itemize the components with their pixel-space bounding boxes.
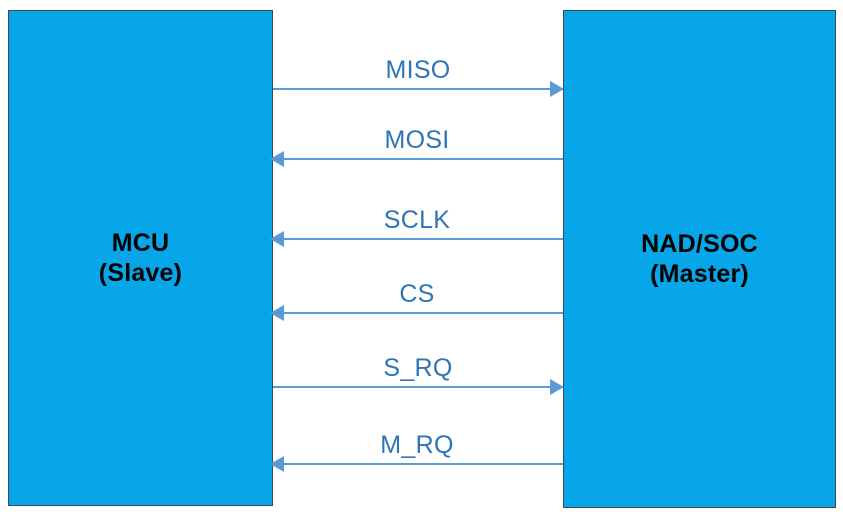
signal-sclk[interactable]: SCLK xyxy=(270,206,563,253)
signal-miso-line xyxy=(273,88,563,90)
node-mcu-title: MCU xyxy=(111,228,170,257)
signal-miso-label: MISO xyxy=(385,56,451,84)
node-nad-soc-role: (Master) xyxy=(650,260,749,288)
node-mcu-role: (Slave) xyxy=(98,259,183,287)
node-nad-soc-title: NAD/SOC xyxy=(641,229,758,258)
signal-s-rq[interactable]: S_RQ xyxy=(273,354,564,401)
node-mcu[interactable]: MCU (Slave) xyxy=(8,10,273,506)
arrowhead-left-icon xyxy=(270,151,284,167)
arrowhead-left-icon xyxy=(270,231,284,247)
signal-cs-line xyxy=(271,312,563,314)
arrowhead-left-icon xyxy=(270,305,284,321)
signal-miso[interactable]: MISO xyxy=(273,56,564,103)
signal-s-rq-label: S_RQ xyxy=(383,354,453,382)
node-nad-soc[interactable]: NAD/SOC (Master) xyxy=(563,10,836,508)
signal-s-rq-line xyxy=(273,386,563,388)
signal-m-rq-line xyxy=(271,463,563,465)
arrowhead-right-icon xyxy=(550,81,564,97)
signal-mosi-label: MOSI xyxy=(384,126,450,154)
arrowhead-left-icon xyxy=(270,456,284,472)
signal-m-rq[interactable]: M_RQ xyxy=(270,431,563,478)
signal-mosi-line xyxy=(271,158,563,160)
arrowhead-right-icon xyxy=(550,379,564,395)
signal-cs-label: CS xyxy=(399,280,435,308)
signal-sclk-label: SCLK xyxy=(383,206,451,234)
signal-mosi[interactable]: MOSI xyxy=(270,126,563,173)
signal-cs[interactable]: CS xyxy=(270,280,563,327)
signal-sclk-line xyxy=(271,238,563,240)
signal-m-rq-label: M_RQ xyxy=(380,431,454,459)
